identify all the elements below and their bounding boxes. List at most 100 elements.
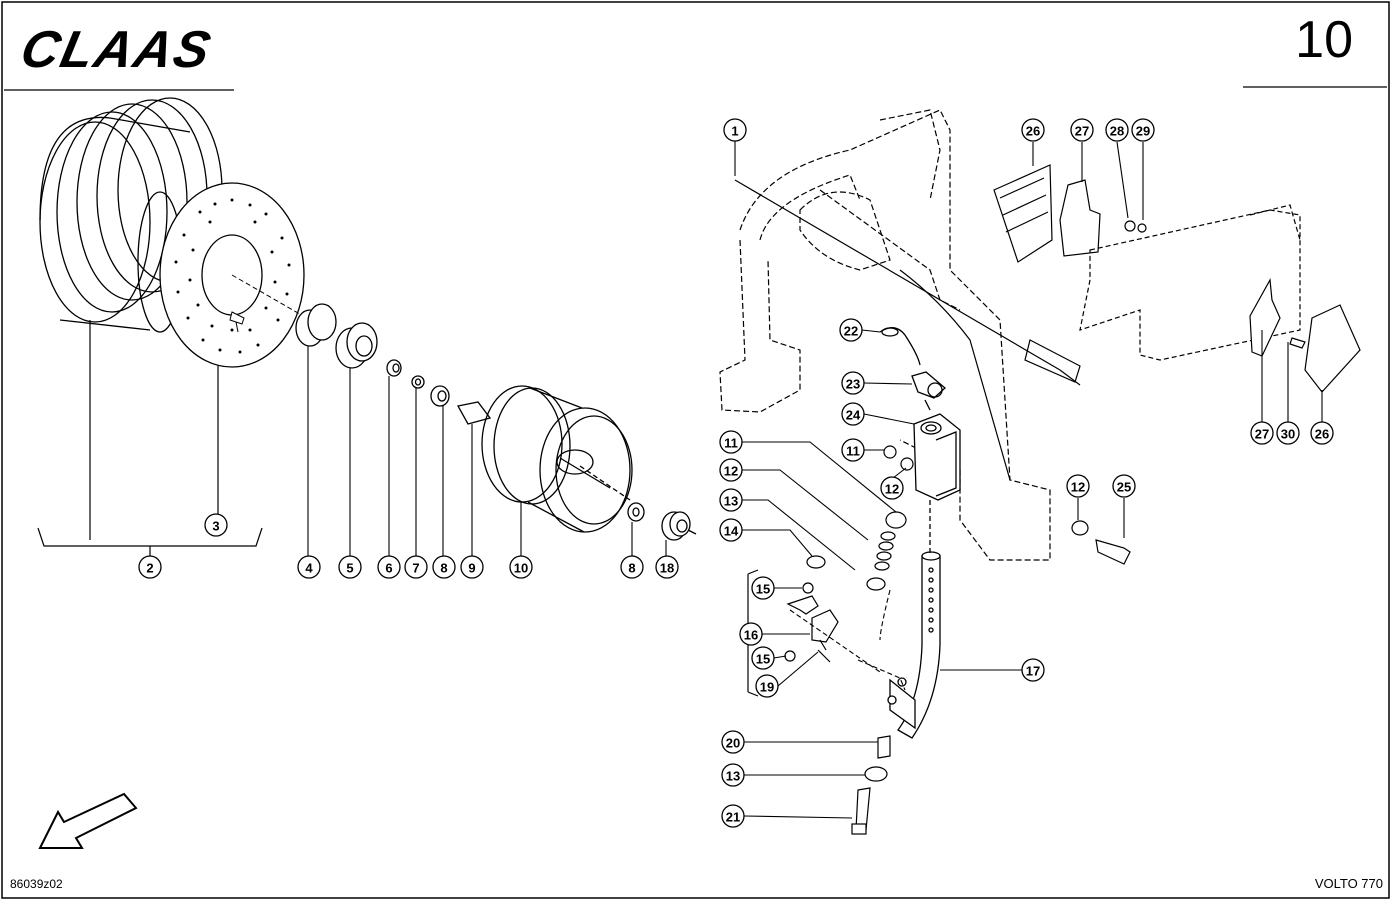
- callout-9: [460, 555, 484, 579]
- callout-16: [739, 622, 763, 646]
- callout-18: [655, 555, 679, 579]
- callout-label: 24: [846, 408, 861, 423]
- callout-25: [1112, 474, 1136, 498]
- callout-label: 20: [726, 736, 740, 751]
- callout-20: [721, 730, 745, 754]
- callout-label: 15: [756, 652, 770, 667]
- callout-label: 16: [744, 628, 758, 643]
- mounting-block: [784, 582, 839, 663]
- callout-label: 26: [1026, 124, 1040, 139]
- callout-label: 17: [1026, 664, 1040, 679]
- callout-14: [719, 518, 743, 542]
- callout-30: [1276, 421, 1300, 445]
- frame-outline: [719, 109, 1051, 561]
- callout-26b: [1310, 421, 1334, 445]
- callout-label: 7: [412, 561, 419, 576]
- perforated-disc: [159, 182, 311, 368]
- page-number: 10: [1295, 11, 1353, 69]
- tyre-drawing: [39, 97, 223, 333]
- guide-plates: [993, 164, 1361, 393]
- callout-label: 25: [1117, 480, 1131, 495]
- callout-11a: [719, 430, 743, 454]
- callout-11b: [841, 438, 865, 462]
- callout-28: [1105, 118, 1129, 142]
- callout-17: [1021, 658, 1045, 682]
- callout-label: 1: [731, 124, 738, 139]
- callout-label: 22: [844, 324, 858, 339]
- washer-stack: [806, 445, 1131, 591]
- callout-label: 26: [1315, 427, 1329, 442]
- callout-label: 18: [660, 561, 674, 576]
- linch-pin: [879, 327, 946, 411]
- wheel-rim: [481, 385, 633, 533]
- callout-12c: [1066, 474, 1090, 498]
- callout-27a: [1070, 118, 1094, 142]
- callout-label: 28: [1110, 124, 1124, 139]
- callout-2: [138, 555, 162, 579]
- callout-7: [404, 555, 428, 579]
- callout-label: 14: [724, 524, 739, 539]
- model-name: VOLTO 770: [1314, 876, 1383, 891]
- callout-19: [755, 674, 779, 698]
- callout-12a: [719, 458, 743, 482]
- callout-label: 12: [1071, 480, 1085, 495]
- callout-label: 27: [1255, 427, 1269, 442]
- callout-22: [839, 318, 863, 342]
- callout-label: 8: [628, 561, 635, 576]
- support-column: [887, 500, 941, 739]
- callout-label: 13: [724, 494, 738, 509]
- callout-15a: [751, 576, 775, 600]
- callout-label: 23: [846, 377, 860, 392]
- callout-label: 21: [726, 810, 740, 825]
- callout-label: 12: [724, 464, 738, 479]
- callout-3: [204, 513, 228, 537]
- callout-label: 27: [1075, 124, 1089, 139]
- callout-29: [1131, 118, 1155, 142]
- leaders-right: [734, 140, 1323, 819]
- frame-solid: [734, 179, 1081, 481]
- callout-label: 6: [385, 561, 392, 576]
- callout-21: [721, 804, 745, 828]
- callout-5: [338, 555, 362, 579]
- callout-26a: [1021, 118, 1045, 142]
- callout-13b: [721, 763, 745, 787]
- callout-label: 11: [724, 436, 738, 451]
- callout-label: 3: [212, 519, 219, 534]
- leaders-left: [307, 346, 667, 556]
- callout-label: 4: [305, 561, 313, 576]
- lower-fasteners: [851, 735, 891, 835]
- callout-label: 29: [1136, 124, 1150, 139]
- callout-13a: [719, 488, 743, 512]
- callout-label: 30: [1281, 427, 1295, 442]
- callout-23: [841, 371, 865, 395]
- callout-label: 8: [440, 561, 447, 576]
- callout-1: [723, 118, 747, 142]
- hub-parts: [295, 303, 492, 425]
- callout-label: 12: [885, 482, 899, 497]
- callout-label: 11: [846, 444, 860, 459]
- callout-12b: [880, 476, 904, 500]
- callout-label: 5: [346, 561, 353, 576]
- callout-label: 2: [146, 561, 153, 576]
- callout-8b: [620, 555, 644, 579]
- bearing-parts: [627, 502, 697, 541]
- callout-10: [509, 555, 533, 579]
- callout-label: 9: [468, 561, 475, 576]
- callout-label: 13: [726, 769, 740, 784]
- clamp-block: [913, 413, 961, 501]
- direction-arrow-icon: [38, 792, 138, 849]
- callout-label: 19: [760, 680, 774, 695]
- callout-27b: [1250, 421, 1274, 445]
- callout-15b: [751, 646, 775, 670]
- callout-4: [297, 555, 321, 579]
- callout-24: [841, 402, 865, 426]
- bracket-2: [37, 320, 263, 556]
- callout-label: 10: [514, 561, 528, 576]
- callout-6: [377, 555, 401, 579]
- callout-label: 15: [756, 582, 770, 597]
- callout-8a: [432, 555, 456, 579]
- drawing-code: 86039z02: [10, 877, 63, 891]
